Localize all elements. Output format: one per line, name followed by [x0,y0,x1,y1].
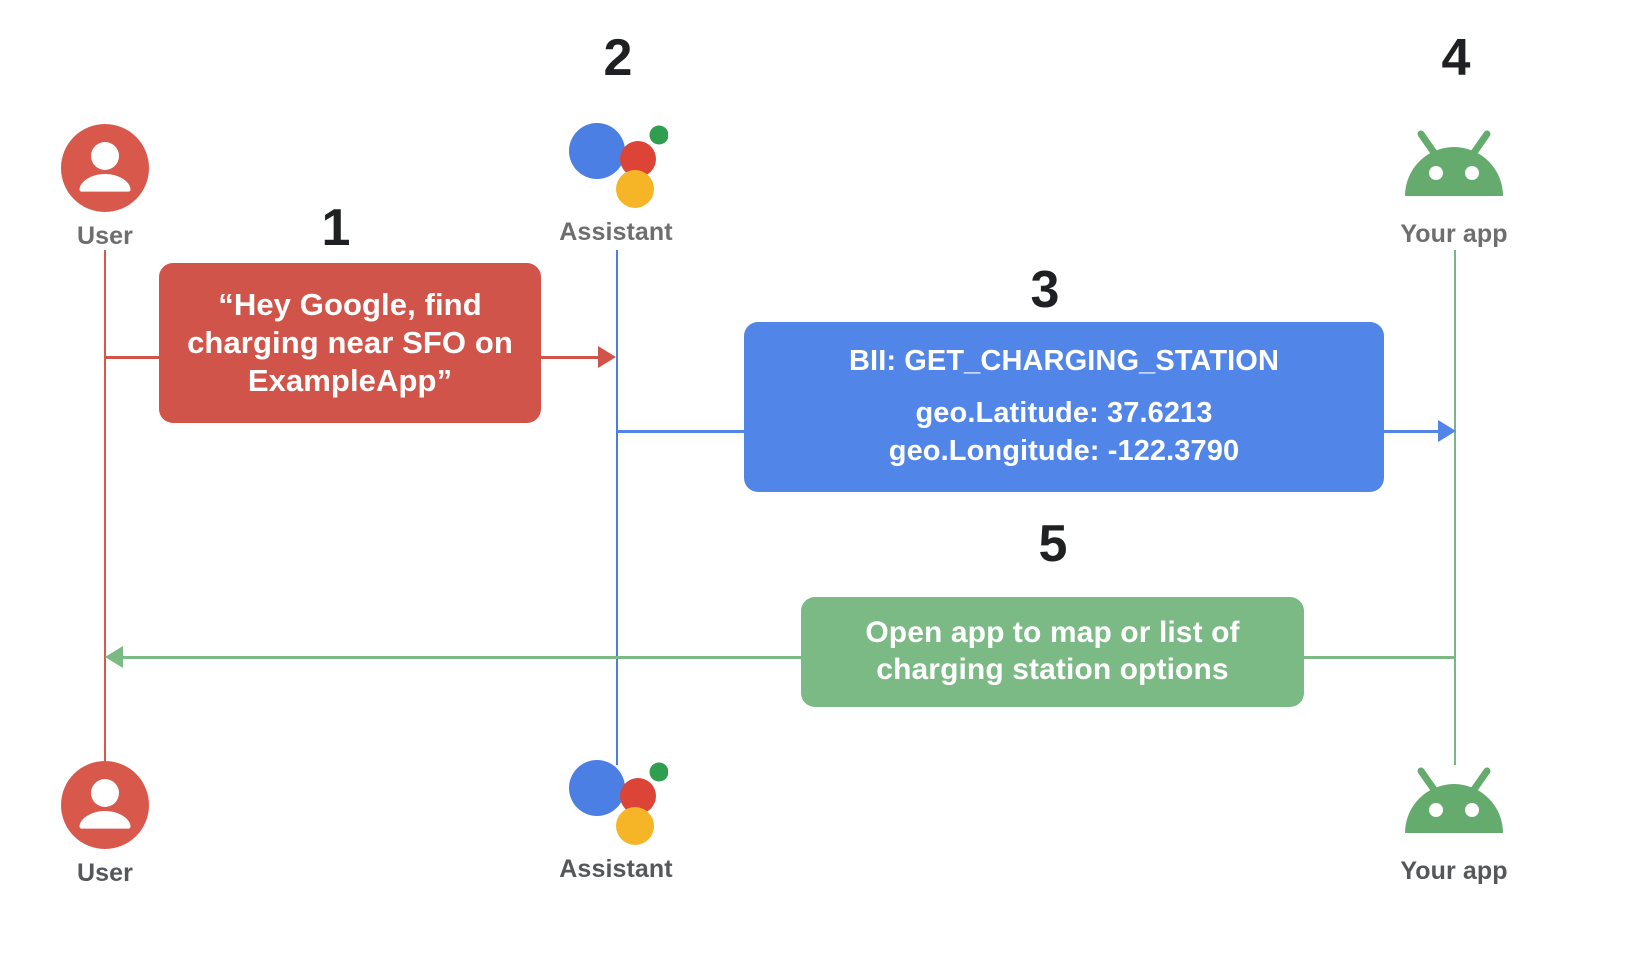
actor-label-assistant-bottom: Assistant [559,855,673,883]
utterance-line-2: charging near SFO on [187,325,513,361]
step-number-5: 5 [1038,515,1068,573]
message-box-bii-intent: BII: GET_CHARGING_STATION geo.Latitude: … [744,322,1384,492]
actor-label-user-bottom: User [77,859,133,887]
arrowhead-to-user [105,646,123,668]
actor-assistant-bottom: Assistant [506,755,726,884]
connector-user-to-utterance [105,356,187,359]
actor-label-assistant-top: Assistant [559,218,673,246]
actor-label-your-app-top: Your app [1400,220,1508,248]
actor-assistant-top: Assistant [506,118,726,247]
lifeline-user [104,250,106,765]
lifeline-your-app [1454,250,1456,765]
actor-user-bottom: User [0,755,215,888]
actor-your-app-top: Your app [1344,118,1564,249]
bii-param-longitude: geo.Longitude: -122.3790 [888,435,1240,468]
connector-bii-to-your-app [1381,430,1444,433]
user-avatar-icon [55,118,155,218]
step-number-4: 4 [1441,29,1471,87]
connector-assistant-to-bii [617,430,747,433]
message-box-user-utterance: “Hey Google, find charging near SFO on E… [159,263,541,423]
step-number-2: 2 [603,29,633,87]
bii-param-latitude: geo.Latitude: 37.6213 [915,397,1213,430]
google-assistant-icon [564,755,668,851]
google-assistant-icon [564,118,668,214]
utterance-line-1: “Hey Google, find [218,287,482,323]
result-line-1: Open app to map or list of [865,616,1240,650]
bii-title: BII: GET_CHARGING_STATION [849,345,1279,378]
actor-user-top: User [0,118,215,251]
lifeline-assistant [616,250,618,765]
result-line-2: charging station options [876,653,1229,686]
arrowhead-to-your-app [1438,420,1456,442]
user-avatar-icon [55,755,155,855]
actor-your-app-bottom: Your app [1344,755,1564,886]
step-number-3: 3 [1030,261,1060,319]
step-number-1: 1 [321,199,351,257]
android-robot-icon [1399,755,1509,853]
message-box-app-result: Open app to map or list of charging stat… [801,597,1304,707]
actor-label-user-top: User [77,222,133,250]
android-robot-icon [1399,118,1509,216]
connector-utterance-to-assistant [540,356,600,359]
actor-label-your-app-bottom: Your app [1400,857,1508,885]
utterance-line-3: ExampleApp” [247,362,453,398]
connector-result-to-user [123,656,803,659]
connector-your-app-to-result [1303,656,1455,659]
arrowhead-to-assistant [598,346,616,368]
